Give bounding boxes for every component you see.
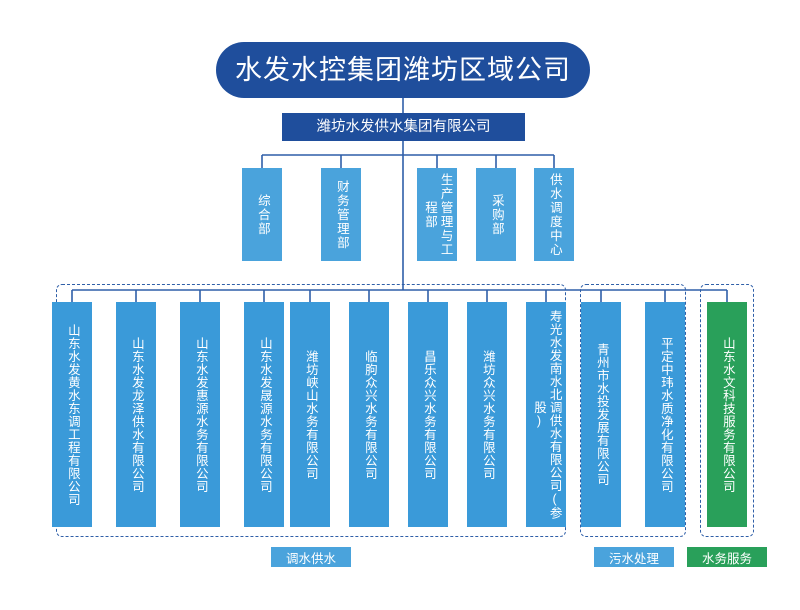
- company-label-8: 潍坊众兴水务有限公司: [480, 349, 495, 480]
- company-label-11: 平定中玮水质净化有限公司: [658, 336, 673, 493]
- company-label-9: 寿光水发南水北调供水有限公司(参股): [532, 309, 562, 520]
- company-label-3: 山东水发惠源水务有限公司: [193, 336, 208, 493]
- level2-title: 潍坊水发供水集团有限公司: [282, 113, 525, 141]
- company-label-2: 山东水发龙泽供水有限公司: [129, 336, 144, 493]
- company-label-12: 山东水文科技服务有限公司: [720, 336, 735, 493]
- dept-label-2: 财务管理部: [334, 179, 349, 250]
- company-box-4[interactable]: 山东水发晟源水务有限公司: [244, 302, 284, 527]
- dept-box-3[interactable]: 生产管理与工程部: [417, 168, 457, 261]
- dept-box-5[interactable]: 供水调度中心: [534, 168, 574, 261]
- company-label-4: 山东水发晟源水务有限公司: [257, 336, 272, 493]
- company-box-8[interactable]: 潍坊众兴水务有限公司: [467, 302, 507, 527]
- company-box-9[interactable]: 寿光水发南水北调供水有限公司(参股): [526, 302, 566, 527]
- group-box-services: [700, 284, 754, 537]
- group-label-sewage: 污水处理: [594, 547, 674, 567]
- dept-box-4[interactable]: 采购部: [476, 168, 516, 261]
- root-title: 水发水控集团潍坊区域公司: [216, 42, 590, 98]
- group-box-sewage: [580, 284, 686, 537]
- company-box-5[interactable]: 潍坊峡山水务有限公司: [290, 302, 330, 527]
- company-box-3[interactable]: 山东水发惠源水务有限公司: [180, 302, 220, 527]
- company-box-7[interactable]: 昌乐众兴水务有限公司: [408, 302, 448, 527]
- company-box-1[interactable]: 山东水发黄水东调工程有限公司: [52, 302, 92, 527]
- dept-box-1[interactable]: 综合部: [242, 168, 282, 261]
- dept-label-5: 供水调度中心: [547, 172, 562, 257]
- company-box-10[interactable]: 青州市水投发展有限公司: [581, 302, 621, 527]
- company-box-2[interactable]: 山东水发龙泽供水有限公司: [116, 302, 156, 527]
- company-box-12[interactable]: 山东水文科技服务有限公司: [707, 302, 747, 527]
- dept-label-1: 综合部: [255, 193, 270, 236]
- dept-label-4: 采购部: [489, 193, 504, 236]
- company-box-6[interactable]: 临朐众兴水务有限公司: [349, 302, 389, 527]
- group-label-services: 水务服务: [687, 547, 767, 567]
- company-label-1: 山东水发黄水东调工程有限公司: [65, 323, 80, 506]
- company-box-11[interactable]: 平定中玮水质净化有限公司: [645, 302, 685, 527]
- company-label-5: 潍坊峡山水务有限公司: [303, 349, 318, 480]
- company-label-10: 青州市水投发展有限公司: [594, 343, 609, 486]
- group-label-water-supply: 调水供水: [271, 547, 351, 567]
- dept-label-3: 生产管理与工程部: [423, 172, 453, 257]
- dept-box-2[interactable]: 财务管理部: [321, 168, 361, 261]
- company-label-7: 昌乐众兴水务有限公司: [421, 349, 436, 480]
- company-label-6: 临朐众兴水务有限公司: [362, 349, 377, 480]
